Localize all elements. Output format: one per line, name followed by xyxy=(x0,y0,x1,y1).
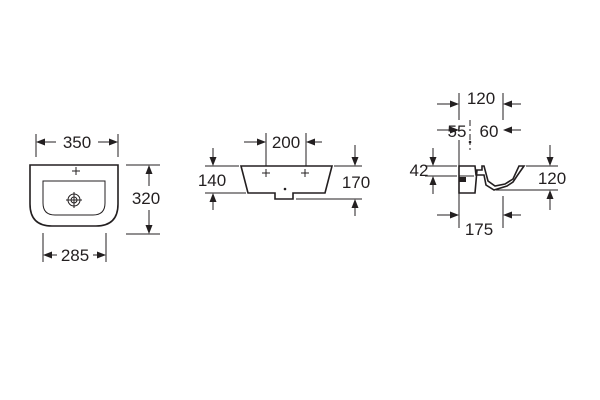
side-view: 120 55 60 42 xyxy=(410,89,567,239)
projection-value: 175 xyxy=(465,220,493,239)
basin-inner-bowl xyxy=(42,180,106,216)
height-left-value: 140 xyxy=(198,171,226,190)
dimension-projection: 175 xyxy=(437,196,521,239)
dimension-width-top: 350 xyxy=(35,133,119,157)
width-top-value: 350 xyxy=(63,133,91,152)
overflow-icon xyxy=(283,187,287,191)
right-height-value: 120 xyxy=(538,169,566,188)
basin-top-outline xyxy=(29,164,119,227)
depth-value: 320 xyxy=(132,189,160,208)
offset-b-value: 60 xyxy=(480,122,499,141)
dimension-width-bottom: 285 xyxy=(42,233,107,265)
side-bracket xyxy=(459,177,466,182)
dimension-depth: 320 xyxy=(126,164,160,235)
drain-icon xyxy=(66,192,82,208)
width-bottom-value: 285 xyxy=(61,246,89,265)
tap-spacing-value: 200 xyxy=(272,133,300,152)
tap-hole-right-icon xyxy=(301,169,309,177)
dimension-offsets: 55 60 xyxy=(437,120,521,150)
basin-side-profile xyxy=(458,165,526,194)
dimension-left-height: 42 xyxy=(410,148,457,194)
offset-a-value: 55 xyxy=(448,122,467,141)
top-view: 350 285 320 xyxy=(29,133,160,265)
dimension-right-height: 120 xyxy=(496,145,566,210)
dimension-height-right: 170 xyxy=(296,145,370,216)
overall-top-value: 120 xyxy=(467,89,495,108)
basin-front-outline xyxy=(239,165,334,200)
dimension-tap-spacing: 200 xyxy=(244,133,322,166)
tap-hole-left-icon xyxy=(262,169,270,177)
left-height-value: 42 xyxy=(410,161,429,180)
dimension-height-left: 140 xyxy=(198,148,246,210)
dimension-overall-top: 120 xyxy=(437,89,521,120)
tap-hole-icon xyxy=(72,167,80,175)
height-right-value: 170 xyxy=(342,173,370,192)
front-view: 200 140 170 xyxy=(198,133,370,216)
